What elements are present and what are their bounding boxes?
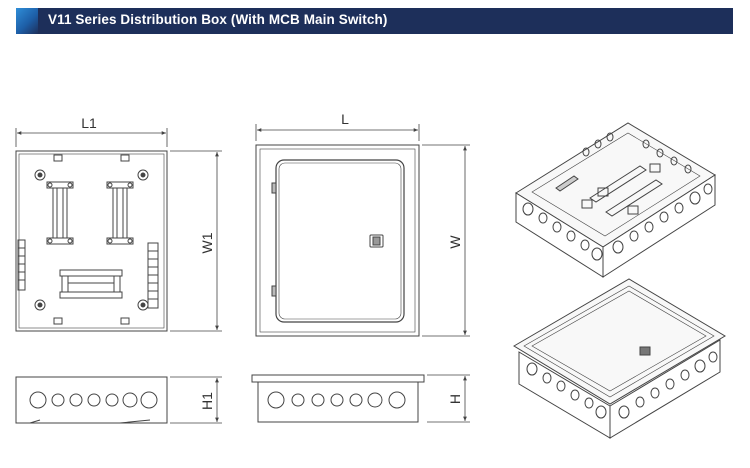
label-H: H (447, 394, 463, 404)
front-view-door (255, 144, 420, 337)
side-view-left (15, 376, 168, 424)
banner-accent (16, 8, 38, 34)
back-view-open (15, 150, 168, 332)
title-banner: V11 Series Distribution Box (With MCB Ma… (16, 8, 733, 34)
label-W1: W1 (199, 232, 215, 253)
side-view-flange (251, 374, 425, 423)
isometric-closed-box (513, 278, 726, 439)
dimension-H (427, 374, 470, 423)
label-W: W (447, 235, 463, 249)
dimension-W1 (170, 150, 222, 332)
page-title: V11 Series Distribution Box (With MCB Ma… (48, 12, 388, 27)
label-L: L (341, 111, 349, 127)
label-H1: H1 (199, 392, 215, 410)
dimension-L1 (15, 128, 168, 147)
dimension-H1 (170, 376, 222, 424)
label-L1: L1 (81, 115, 97, 131)
dimension-L (255, 124, 420, 141)
dimension-W (422, 144, 470, 337)
isometric-open-box (515, 122, 716, 278)
